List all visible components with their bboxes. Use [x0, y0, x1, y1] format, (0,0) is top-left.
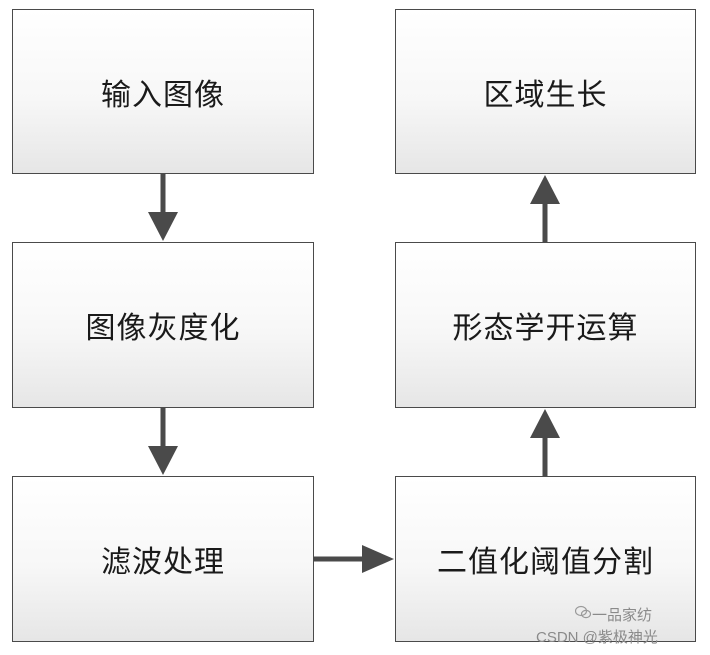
watermark-account: 一品家纺 [592, 607, 653, 624]
node-label: 形态学开运算 [452, 311, 639, 346]
node-label: 二值化阈值分割 [437, 545, 654, 580]
node-label: 滤波处理 [101, 545, 225, 580]
wechat-icon [575, 605, 591, 619]
node-filtering: 滤波处理 [12, 476, 314, 642]
arrow-input-to-gray [148, 174, 178, 241]
node-label: 区域生长 [483, 77, 608, 113]
node-grayscale: 图像灰度化 [12, 242, 314, 408]
node-binary-threshold: 二值化阈值分割 [395, 476, 696, 642]
node-morphological-opening: 形态学开运算 [395, 242, 696, 408]
watermark-csdn: CSDN @紫极神光 [536, 629, 658, 646]
node-label: 图像灰度化 [85, 311, 241, 346]
arrow-filter-to-threshold [314, 545, 394, 573]
arrow-morph-to-region [530, 175, 560, 242]
node-input-image: 输入图像 [12, 9, 314, 174]
node-region-growing: 区域生长 [395, 9, 696, 174]
arrow-gray-to-filter [148, 408, 178, 475]
arrow-threshold-to-morph [530, 409, 560, 476]
node-label: 输入图像 [101, 77, 225, 113]
